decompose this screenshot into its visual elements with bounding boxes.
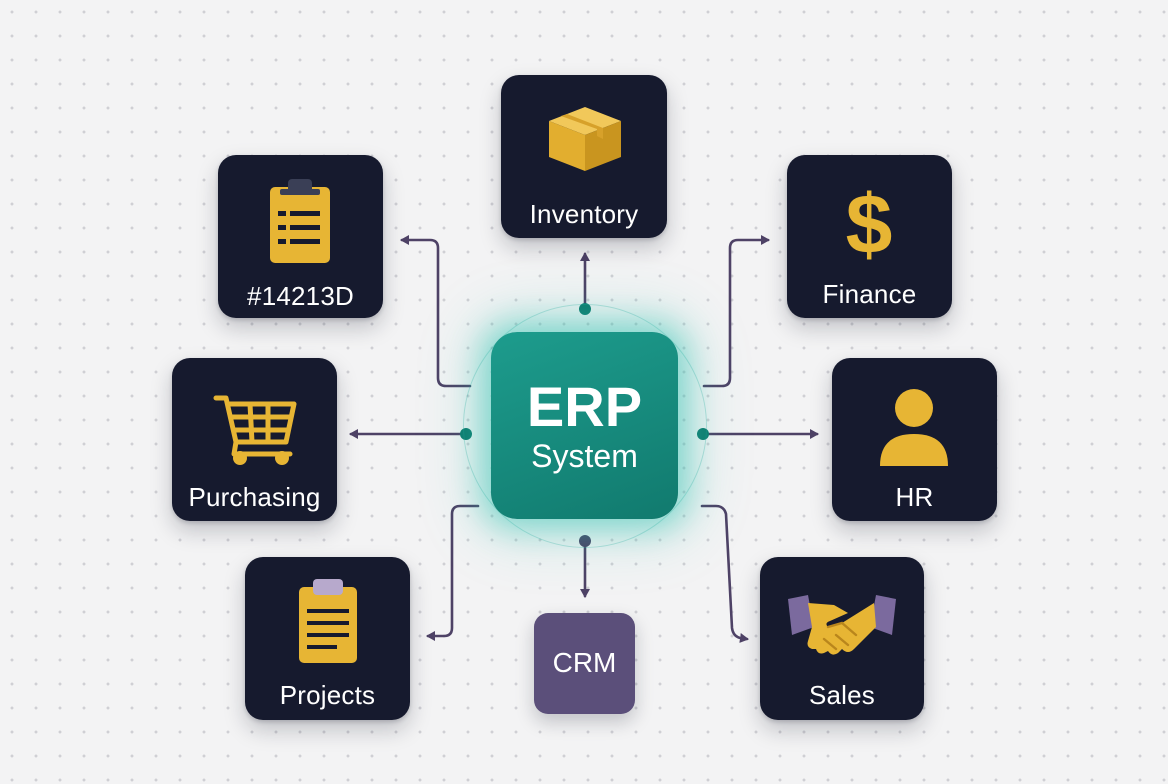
erp-system-hub[interactable]: ERP System — [491, 332, 678, 519]
inventory-module[interactable]: Inventory — [501, 75, 667, 238]
crm-label: CRM — [552, 647, 617, 678]
hr-module[interactable]: HR — [832, 358, 997, 521]
clipboard-label: #14213D — [247, 281, 354, 311]
hr-label: HR — [895, 482, 934, 512]
svg-text:$: $ — [846, 177, 893, 265]
person-icon — [880, 389, 948, 466]
finance-module[interactable]: $ Finance — [787, 155, 952, 318]
shopping-cart-icon — [213, 395, 297, 465]
clipboard-module[interactable]: #14213D — [218, 155, 383, 318]
sales-label: Sales — [808, 680, 876, 710]
clipboard-icon — [299, 579, 357, 663]
crm-module[interactable]: CRM — [534, 613, 635, 714]
projects-label: Projects — [279, 680, 376, 710]
connector-projects — [426, 504, 480, 641]
connector-sales — [700, 504, 749, 643]
inventory-label: Inventory — [529, 199, 639, 229]
hub-glow-ring — [463, 304, 707, 548]
dollar-icon: $ — [846, 177, 893, 265]
hub-title: ERP — [526, 375, 643, 438]
handshake-icon — [788, 595, 896, 655]
connector-clipboard — [400, 235, 472, 388]
purchasing-label: Purchasing — [188, 482, 321, 512]
projects-module[interactable]: Projects — [245, 557, 410, 720]
box-icon — [549, 107, 621, 171]
connector-finance — [702, 235, 770, 388]
finance-label: Finance — [822, 279, 917, 309]
clipboard-list-icon — [270, 179, 330, 263]
sales-module[interactable]: Sales — [760, 557, 924, 720]
hub-subtitle: System — [531, 438, 638, 474]
purchasing-module[interactable]: Purchasing — [172, 358, 337, 521]
